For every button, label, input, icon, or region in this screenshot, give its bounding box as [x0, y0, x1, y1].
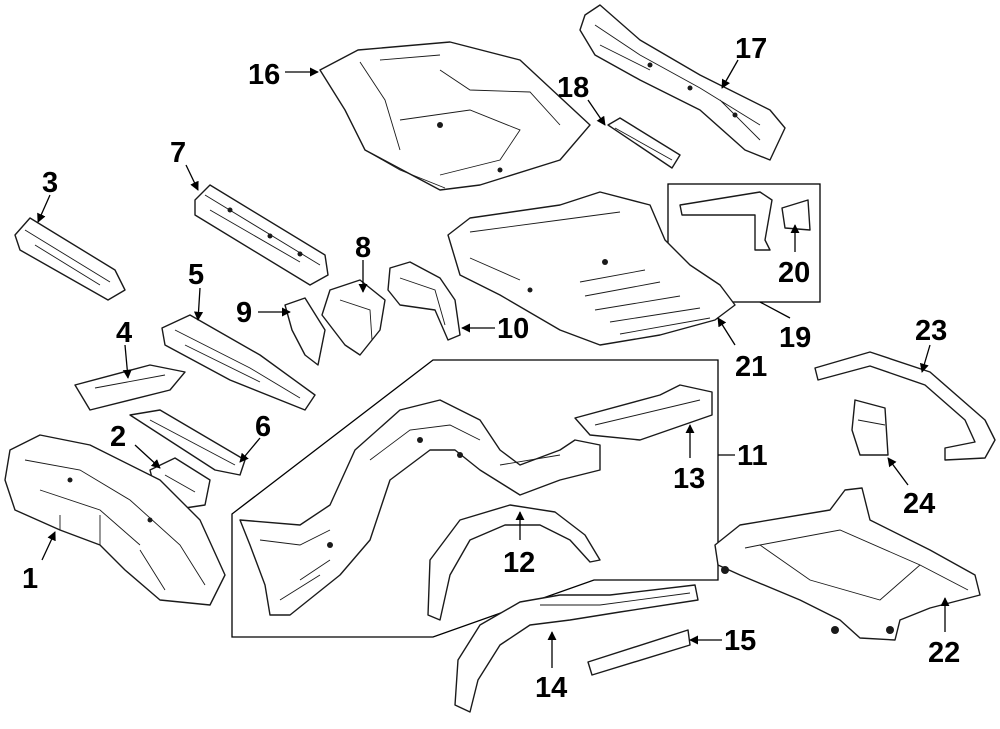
- part-1-rear-floor-side[interactable]: [4, 434, 226, 606]
- callout-6: 6: [255, 411, 271, 443]
- part-17-rear-panel-member[interactable]: [579, 4, 786, 161]
- leader-1: [41, 531, 56, 561]
- callout-4: 4: [116, 317, 132, 349]
- callout-11: 11: [737, 440, 768, 472]
- part-9-bracket[interactable]: [284, 297, 326, 366]
- callout-2: 2: [110, 421, 126, 453]
- part-7-floor-member[interactable]: [194, 184, 329, 286]
- callout-9: 9: [236, 297, 252, 329]
- part-6-rail[interactable]: [129, 409, 246, 476]
- callout-7: 7: [170, 137, 186, 169]
- leader-6: [239, 437, 261, 463]
- callout-15: 15: [724, 625, 756, 657]
- part-14-wheelhouse-outer[interactable]: [454, 584, 699, 713]
- callout-19: 19: [779, 322, 811, 354]
- part-20-reinforcement[interactable]: [679, 191, 811, 251]
- callout-12: 12: [503, 547, 535, 579]
- part-8-gusset[interactable]: [321, 279, 386, 356]
- callout-17: 17: [735, 33, 767, 65]
- part-22-rear-subframe[interactable]: [714, 487, 981, 641]
- part-24-bracket[interactable]: [851, 399, 889, 456]
- leader-4: [122, 344, 132, 379]
- leader-24: [887, 457, 909, 486]
- callout-5: 5: [188, 259, 204, 291]
- group-19-leader: [759, 301, 791, 319]
- leader-21: [717, 317, 736, 346]
- part-18-bracket[interactable]: [607, 117, 681, 169]
- callout-20: 20: [778, 257, 810, 289]
- leader-5: [193, 287, 204, 321]
- callout-8: 8: [355, 232, 371, 264]
- group-11-frame: [231, 359, 719, 638]
- callout-3: 3: [42, 167, 58, 199]
- callout-22: 22: [928, 637, 960, 669]
- leader-17: [721, 59, 739, 89]
- callout-24: 24: [903, 488, 935, 520]
- callout-13: 13: [673, 463, 705, 495]
- callout-14: 14: [535, 672, 567, 704]
- callout-1: 1: [22, 563, 38, 595]
- part-5-crossmember[interactable]: [161, 314, 316, 411]
- part-3-crossmember[interactable]: [14, 217, 126, 301]
- leader-7: [185, 164, 199, 191]
- part-15-rail[interactable]: [587, 629, 691, 676]
- callout-23: 23: [915, 315, 947, 347]
- part-13-extension[interactable]: [574, 384, 713, 441]
- part-21-rear-floor-pan[interactable]: [447, 191, 736, 346]
- callout-10: 10: [497, 313, 529, 345]
- leader-3: [37, 194, 51, 223]
- callout-16: 16: [248, 59, 280, 91]
- leader-2: [134, 444, 161, 469]
- callout-18: 18: [557, 72, 589, 104]
- part-16-spare-tire-well[interactable]: [319, 41, 591, 191]
- part-23-bumper-reinforcement[interactable]: [814, 351, 996, 461]
- part-11-side-member-assembly[interactable]: [239, 399, 601, 616]
- leader-18: [587, 99, 606, 126]
- part-4-bracket[interactable]: [74, 364, 186, 411]
- leader-23: [919, 344, 931, 373]
- callout-21: 21: [735, 351, 767, 383]
- part-12-wheelhouse-inner[interactable]: [427, 504, 601, 621]
- part-10-extension[interactable]: [387, 261, 461, 341]
